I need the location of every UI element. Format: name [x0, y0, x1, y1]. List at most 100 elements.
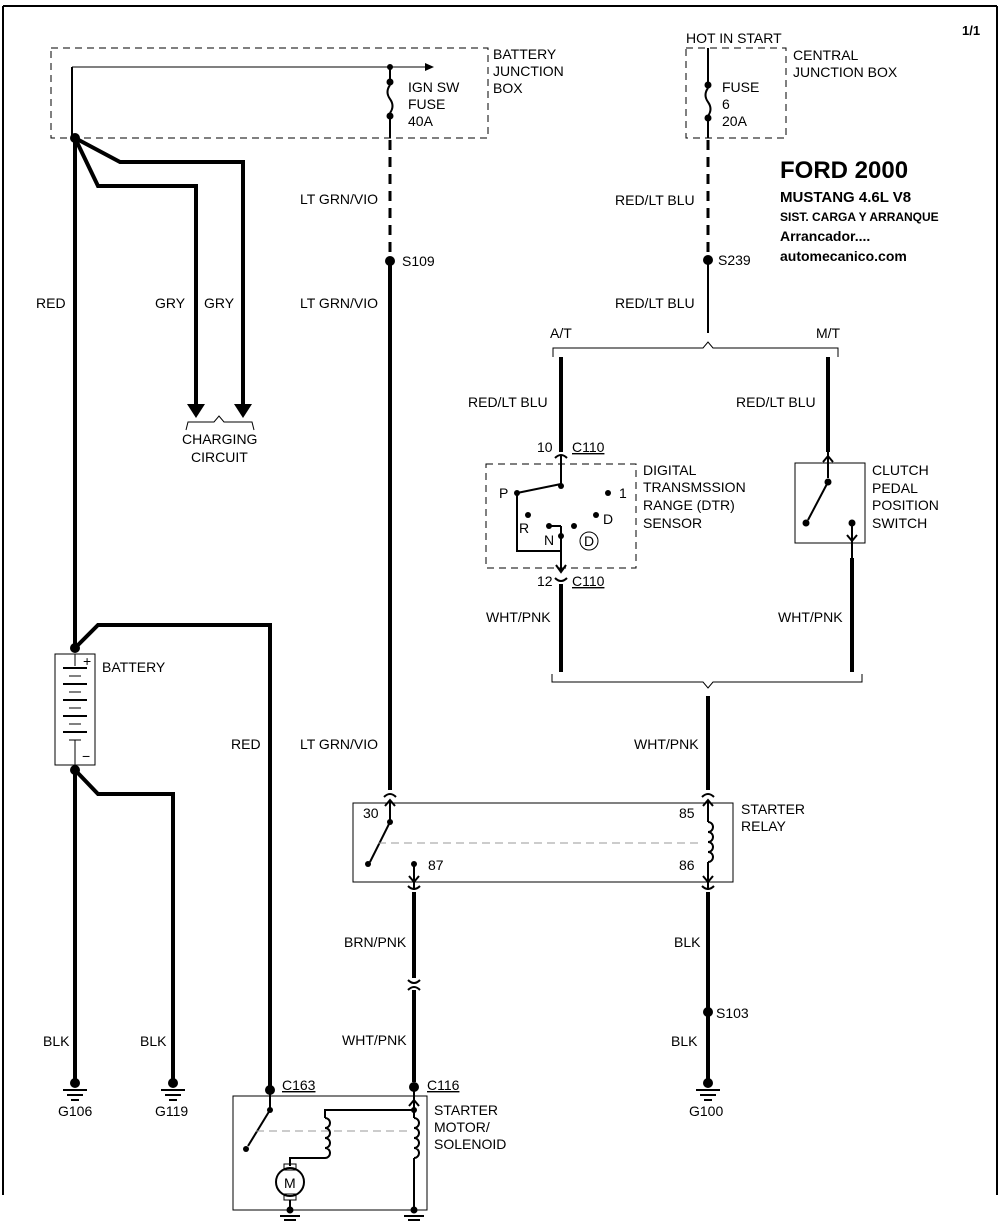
page-frame — [2, 5, 998, 1195]
wire-brn-pnk: BRN/PNK — [344, 934, 407, 950]
dtr-pin-bottom: 12 — [537, 573, 553, 589]
diagram-header: FORD 2000 MUSTANG 4.6L V8 SIST. CARGA Y … — [780, 157, 939, 264]
wire-red-lt-blu-4: RED/LT BLU — [736, 394, 816, 410]
battery-plus: + — [83, 653, 91, 669]
dtr-pos-n: N — [544, 532, 554, 548]
lt-grn-vio-circuit: LT GRN/VIO S109 LT GRN/VIO LT GRN/VIO — [300, 140, 435, 790]
wire-wht-pnk-2: WHT/PNK — [778, 609, 843, 625]
connector-c163: C163 — [282, 1077, 316, 1093]
clutch-title-line2: PEDAL — [872, 480, 918, 496]
wire-red-2: RED — [231, 736, 261, 752]
dtr-pos-p: P — [499, 485, 508, 501]
wire-red-lt-blu-3: RED/LT BLU — [468, 394, 548, 410]
central-junction-box: HOT IN START CENTRAL JUNCTION BOX FUSE 6… — [685, 30, 898, 139]
wire-red-lt-blu-1: RED/LT BLU — [615, 192, 695, 208]
blk-ground-circuit: BLK S103 BLK — [671, 892, 749, 1080]
brn-pnk-circuit: BRN/PNK WHT/PNK — [342, 892, 421, 1082]
wht-pnk-circuit: WHT/PNK WHT/PNK WHT/PNK — [486, 558, 863, 790]
ign-sw-fuse-line3: 40A — [408, 113, 434, 129]
battery-junction-box: BATTERY JUNCTION BOX IGN SW FUSE 40A — [50, 46, 564, 139]
dtr-title-line2: TRANSMSSION — [643, 479, 746, 495]
battery: + − BATTERY RED BLK BLK — [43, 623, 272, 1090]
bjb-title-line2: JUNCTION — [493, 63, 564, 79]
dtr-pos-overdrive: D — [584, 533, 594, 549]
dtr-pos-1: 1 — [619, 485, 627, 501]
dtr-connector-top: C110 — [572, 439, 605, 455]
dtr-title-line1: DIGITAL — [643, 462, 697, 478]
starter-relay-title-line2: RELAY — [741, 818, 787, 834]
starter-relay: STARTER RELAY 30 87 85 86 — [352, 793, 805, 890]
dtr-pin-top: 10 — [537, 439, 553, 455]
page-number: 1/1 — [962, 23, 980, 38]
clutch-title-line3: POSITION — [872, 497, 939, 513]
ground-g100: G100 — [689, 1078, 723, 1119]
wire-blk-1: BLK — [43, 1033, 70, 1049]
dtr-connector-bottom: C110 — [572, 573, 605, 589]
relay-pin-87: 87 — [428, 857, 444, 873]
header-make-year: FORD 2000 — [780, 157, 908, 184]
ign-sw-fuse-line1: IGN SW — [408, 79, 460, 95]
wire-red-1: RED — [36, 295, 66, 311]
branch-mt: M/T — [816, 325, 841, 341]
clutch-title-line4: SWITCH — [872, 515, 927, 531]
wire-red-lt-blu-2: RED/LT BLU — [615, 295, 695, 311]
wire-gry-2: GRY — [204, 295, 235, 311]
clutch-title-line1: CLUTCH — [872, 462, 929, 478]
fuse6-line3: 20A — [722, 113, 748, 129]
cjb-title-line1: CENTRAL — [793, 47, 859, 63]
starter-relay-title-line1: STARTER — [741, 801, 805, 817]
battery-label: BATTERY — [102, 659, 166, 675]
wire-gry-1: GRY — [155, 295, 186, 311]
header-component: Arrancador.... — [780, 228, 870, 244]
battery-feed-circuit: RED GRY GRY CHARGING CIRCUIT — [36, 133, 257, 648]
splice-s239: S239 — [718, 252, 751, 268]
header-site: automecanico.com — [780, 248, 907, 264]
bjb-title-line1: BATTERY — [493, 46, 557, 62]
header-model: MUSTANG 4.6L V8 — [780, 189, 911, 206]
charging-circuit-line2: CIRCUIT — [191, 449, 248, 465]
wire-lt-grn-vio-1: LT GRN/VIO — [300, 191, 378, 207]
starter-motor-title-line1: STARTER — [434, 1102, 498, 1118]
wire-wht-pnk-4: WHT/PNK — [342, 1032, 407, 1048]
dtr-pos-d: D — [603, 511, 613, 527]
wire-blk-2: BLK — [140, 1033, 167, 1049]
charging-circuit-line1: CHARGING — [182, 431, 257, 447]
wire-blk-4: BLK — [671, 1033, 698, 1049]
cjb-title-line2: JUNCTION BOX — [793, 64, 898, 80]
battery-minus: − — [82, 748, 90, 764]
red-lt-blu-circuit: RED/LT BLU S239 RED/LT BLU A/T M/T RED/L… — [468, 140, 841, 452]
ground-g106-label: G106 — [58, 1103, 92, 1119]
ground-g106: G106 — [58, 1078, 92, 1119]
dtr-sensor: 10 C110 P R N D 1 D 12 C110 DIGITAL TRAN… — [485, 439, 746, 589]
header-system: SIST. CARGA Y ARRANQUE — [780, 210, 939, 224]
wire-wht-pnk-1: WHT/PNK — [486, 609, 551, 625]
hot-in-start: HOT IN START — [686, 30, 782, 46]
relay-pin-30: 30 — [363, 805, 379, 821]
motor-symbol: M — [284, 1175, 296, 1191]
starter-motor-title-line3: SOLENOID — [434, 1136, 506, 1152]
connector-c116: C116 — [427, 1077, 460, 1093]
wire-lt-grn-vio-3: LT GRN/VIO — [300, 736, 378, 752]
fuse6-line1: FUSE — [722, 79, 759, 95]
splice-s103: S103 — [716, 1005, 749, 1021]
dtr-pos-r: R — [519, 520, 529, 536]
wire-lt-grn-vio-2: LT GRN/VIO — [300, 295, 378, 311]
splice-s109: S109 — [402, 253, 435, 269]
bjb-title-line3: BOX — [493, 80, 523, 96]
dtr-title-line4: SENSOR — [643, 515, 702, 531]
wire-wht-pnk-3: WHT/PNK — [634, 736, 699, 752]
dtr-title-line3: RANGE (DTR) — [643, 497, 735, 513]
ground-g119: G119 — [155, 1078, 188, 1119]
relay-pin-86: 86 — [679, 857, 695, 873]
ign-sw-fuse-line2: FUSE — [408, 96, 445, 112]
ground-g119-label: G119 — [155, 1103, 188, 1119]
starter-motor-title-line2: MOTOR/ — [434, 1119, 490, 1135]
starter-motor-solenoid: STARTER MOTOR/ SOLENOID C163 C116 M — [232, 1077, 506, 1221]
clutch-pedal-position-switch: CLUTCH PEDAL POSITION SWITCH — [794, 452, 939, 560]
relay-pin-85: 85 — [679, 805, 695, 821]
ground-g100-label: G100 — [689, 1103, 723, 1119]
wire-blk-3: BLK — [674, 934, 701, 950]
fuse6-line2: 6 — [722, 96, 730, 112]
branch-at: A/T — [550, 325, 572, 341]
